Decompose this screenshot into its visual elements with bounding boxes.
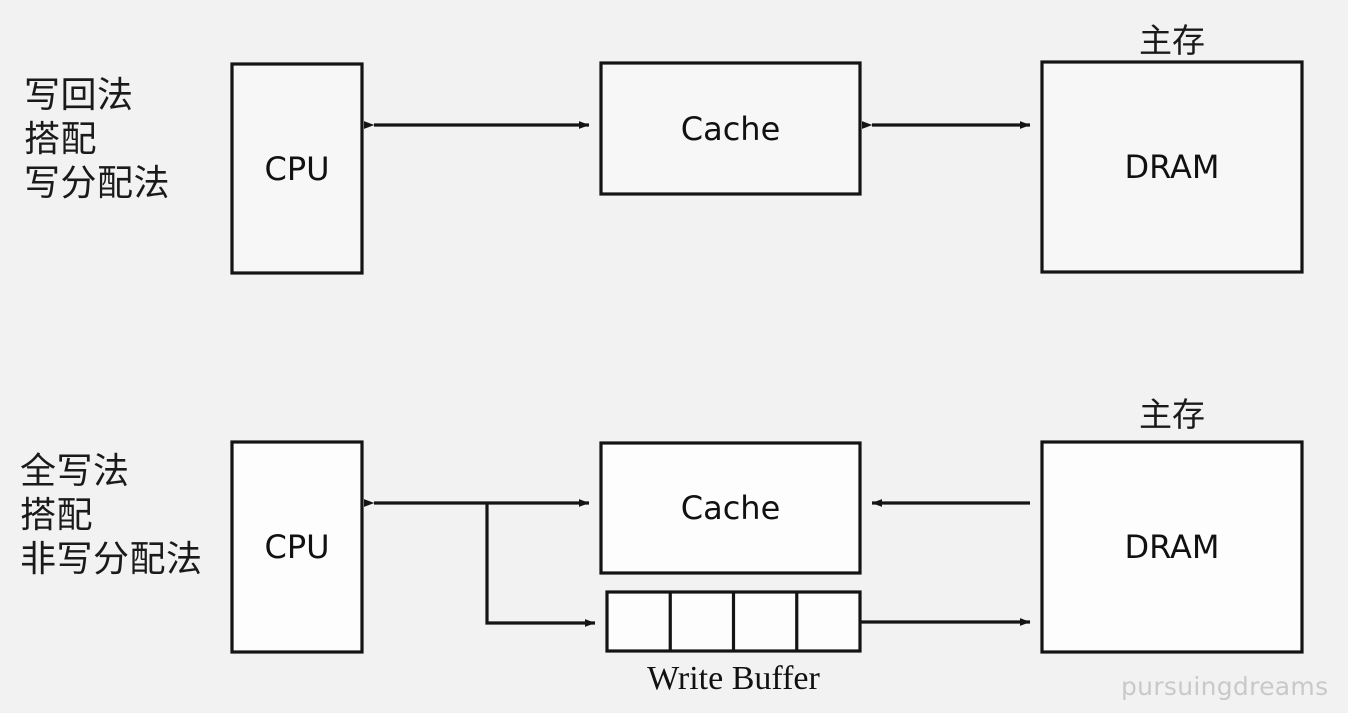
- cpu-box-top: [230, 62, 364, 275]
- policy-label-write-back: 写回法 搭配 写分配法: [24, 75, 171, 204]
- cache-box-bottom: [599, 441, 862, 575]
- main-memory-caption-bottom: 主存: [1139, 395, 1205, 434]
- cpu-box-bottom: [230, 440, 364, 654]
- main-memory-caption-top: 主存: [1139, 21, 1205, 60]
- dram-box-bottom: [1040, 440, 1304, 654]
- write-buffer-caption: Write Buffer: [647, 660, 820, 697]
- policy-label-write-through: 全写法 搭配 非写分配法: [20, 451, 203, 580]
- arrow-cpu-write-buffer: [485, 503, 596, 627]
- cache-box-top: [599, 61, 862, 196]
- watermark-text: pursuingdreams: [1121, 672, 1329, 701]
- dram-box-top: [1040, 60, 1304, 274]
